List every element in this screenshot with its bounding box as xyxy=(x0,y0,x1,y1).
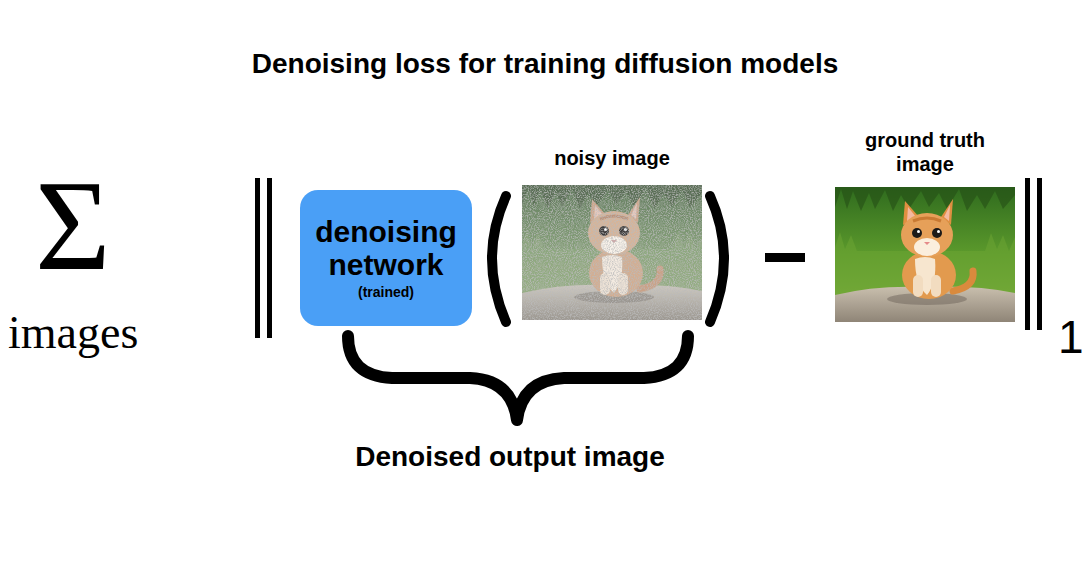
image-caption: noisy image xyxy=(512,146,712,170)
brace-caption: Denoised output image xyxy=(0,440,1020,474)
diagram-title: Denoising loss for training diffusion mo… xyxy=(0,48,1090,80)
norm-subscript: 1 xyxy=(1058,312,1084,363)
sum-symbol: Σ xyxy=(35,160,111,290)
image-caption: ground truth image xyxy=(845,128,1005,176)
network-name: denoising network xyxy=(306,215,466,281)
noisy-image-panel: noisy image xyxy=(512,146,712,320)
network-note: (trained) xyxy=(358,283,414,301)
sum-index: images xyxy=(8,308,138,359)
ground-truth-panel: ground truth image xyxy=(845,128,1005,320)
network-box: denoising network (trained) xyxy=(300,190,472,326)
